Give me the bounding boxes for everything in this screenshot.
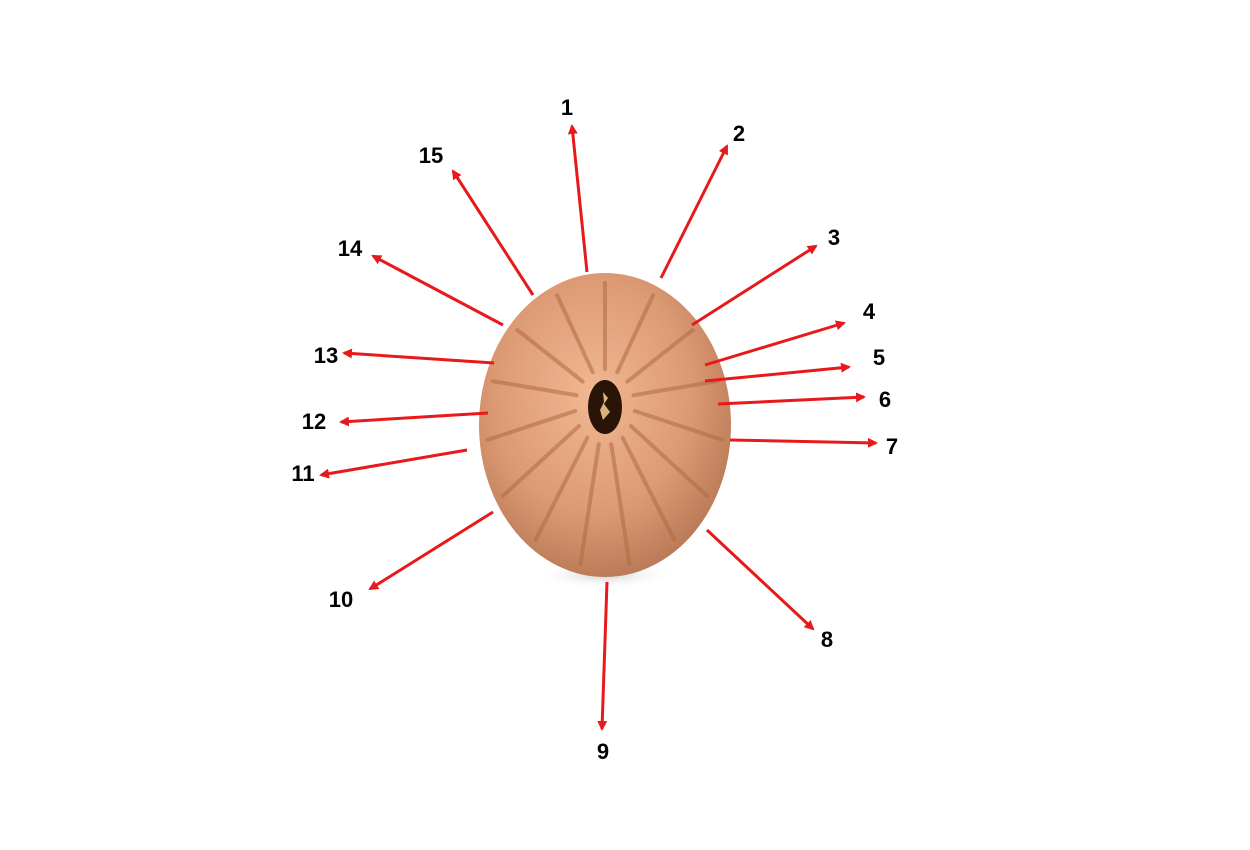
label-4: 4 bbox=[863, 299, 876, 324]
bead-ridge bbox=[533, 435, 590, 542]
bead-ridge bbox=[615, 293, 655, 375]
arrow-10 bbox=[368, 510, 494, 591]
bead-seed bbox=[600, 392, 610, 420]
bead-ridge bbox=[631, 379, 720, 398]
bead-ridge bbox=[485, 408, 578, 442]
bead-ridge bbox=[578, 442, 601, 566]
arrow-13 bbox=[342, 348, 495, 365]
bead-ridge bbox=[555, 293, 595, 375]
label-15: 15 bbox=[419, 143, 443, 168]
arrow-11 bbox=[319, 448, 468, 479]
label-7: 7 bbox=[886, 434, 898, 459]
arrow-3 bbox=[691, 244, 818, 327]
arrow-2 bbox=[659, 144, 729, 279]
arrow-1 bbox=[567, 124, 589, 273]
arrow-14 bbox=[371, 254, 504, 327]
bead-ridge bbox=[609, 442, 632, 566]
label-5: 5 bbox=[873, 345, 885, 370]
label-8: 8 bbox=[821, 627, 833, 652]
label-14: 14 bbox=[338, 236, 363, 261]
arrow-5 bbox=[704, 362, 851, 383]
label-9: 9 bbox=[597, 739, 609, 764]
arrow-7 bbox=[729, 437, 878, 448]
arrow-8 bbox=[705, 528, 815, 631]
bead-ridge bbox=[515, 327, 585, 384]
label-13: 13 bbox=[314, 343, 338, 368]
bead-ridge bbox=[632, 408, 725, 442]
bead-image bbox=[479, 273, 731, 589]
bead-ridge bbox=[625, 327, 695, 384]
label-2: 2 bbox=[733, 121, 745, 146]
bead-ridge bbox=[500, 424, 582, 498]
label-1: 1 bbox=[561, 95, 573, 120]
arrow-6 bbox=[717, 392, 866, 406]
arrows-group bbox=[319, 124, 878, 731]
bead-ridge bbox=[628, 424, 710, 498]
label-10: 10 bbox=[329, 587, 353, 612]
bead-ridge bbox=[490, 379, 579, 398]
label-11: 11 bbox=[291, 461, 314, 486]
arrow-9 bbox=[597, 581, 609, 731]
bead-ridges bbox=[485, 281, 725, 566]
label-12: 12 bbox=[302, 409, 326, 434]
arrow-12 bbox=[339, 411, 489, 427]
arrow-4 bbox=[704, 320, 846, 367]
arrow-15 bbox=[451, 169, 535, 296]
label-6: 6 bbox=[879, 387, 891, 412]
bead-ridge bbox=[620, 435, 677, 542]
label-3: 3 bbox=[828, 225, 840, 250]
